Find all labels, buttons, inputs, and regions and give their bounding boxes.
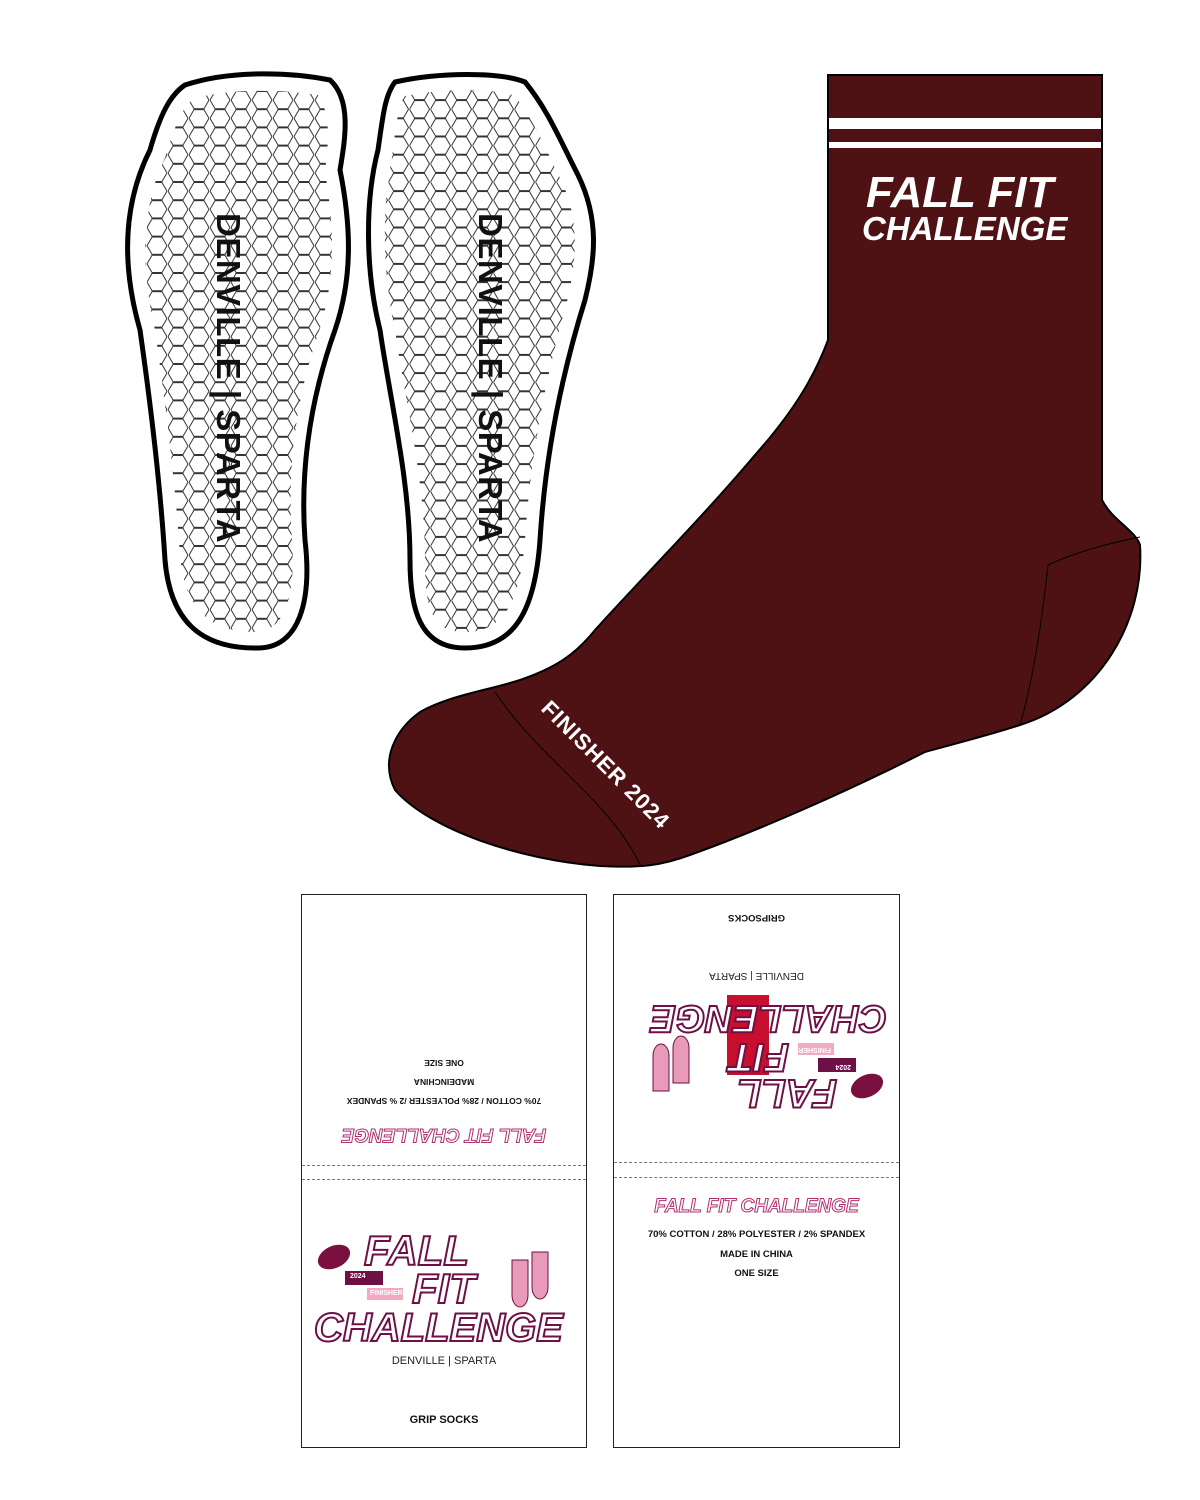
cuff-stripe [829,118,1101,129]
front-size: ONE SIZE [734,1268,779,1279]
product-name: GRIP SOCKS [409,1414,479,1426]
back-logo-subtitle: DENVILLE | SPARTA [709,970,804,981]
logo-line2: FIT [728,1034,790,1080]
back-size: ONE SIZE [424,1058,464,1068]
sock-icon [652,1043,670,1092]
logo-line3: CHALLENGE [650,996,888,1040]
front-material: 70% COTTON / 28% POLYESTER / 2% SPANDEX [647,1229,866,1240]
back-logo: FALL FIT CHALLENGE 2024 FINISHER [624,983,889,1116]
sock-icon [511,1259,529,1308]
sock-artwork [125,71,1142,868]
dumbbell-icon [818,1058,856,1072]
logo-graphics [317,1244,549,1308]
dumbbell-icon [367,1288,403,1300]
logo-line3: CHALLENGE [313,1306,564,1350]
back-material: 70% COTTON / 28% POLYESTER /2 % SPANDEX [346,1096,542,1106]
back-origin: MADEINCHINA [413,1077,475,1087]
sock-icon [672,1035,690,1084]
left-sole [125,71,351,651]
logo-subtitle: DENVILLE | SPARTA [391,1355,497,1367]
logo-graphics [652,995,884,1099]
logo: FALL FIT CHALLENGE 2024 FINISHER [312,1227,577,1370]
fold-line [614,1177,899,1178]
cuff-title-line1: FALL FIT [866,168,1054,217]
logo-line2: FIT [411,1265,476,1312]
front-title: FALL FIT CHALLENGE [654,1196,859,1218]
leaf-icon [317,1244,351,1270]
fold-line [302,1179,586,1180]
right-sole-text: DENVILLE | SPARTA [472,213,509,544]
back-title: FALL FIT CHALLENGE [341,1124,547,1146]
sock-icon [531,1251,549,1300]
logo-year: 2024 [350,1273,366,1280]
cuff-stripe [829,142,1101,148]
sock [388,74,1142,868]
cuff-title-line2: CHALLENGE [862,210,1068,247]
back-product-name: GRIPSOCKS [728,912,786,923]
fold-line [302,1165,586,1166]
label-left: FALL FIT CHALLENGE 70% COTTON / 28% POLY… [301,894,587,1448]
fold-line [614,1162,899,1163]
right-sole [366,72,596,651]
left-sole-text: DENVILLE | SPARTA [210,213,247,544]
logo-finisher: FINISHER [798,1046,831,1053]
logo-line1: FALL [363,1227,470,1274]
label-right: GRIPSOCKS DENVILLE | SPARTA FALL FIT CHA… [613,894,900,1448]
dumbbell-icon [345,1271,383,1285]
logo-line1: FALL [736,1070,838,1116]
leaf-icon [850,1073,884,1099]
dumbbell-icon [798,1043,834,1055]
logo-year: 2024 [835,1063,851,1070]
front-origin: MADE IN CHINA [720,1249,793,1260]
logo-finisher: FINISHER [370,1290,403,1297]
